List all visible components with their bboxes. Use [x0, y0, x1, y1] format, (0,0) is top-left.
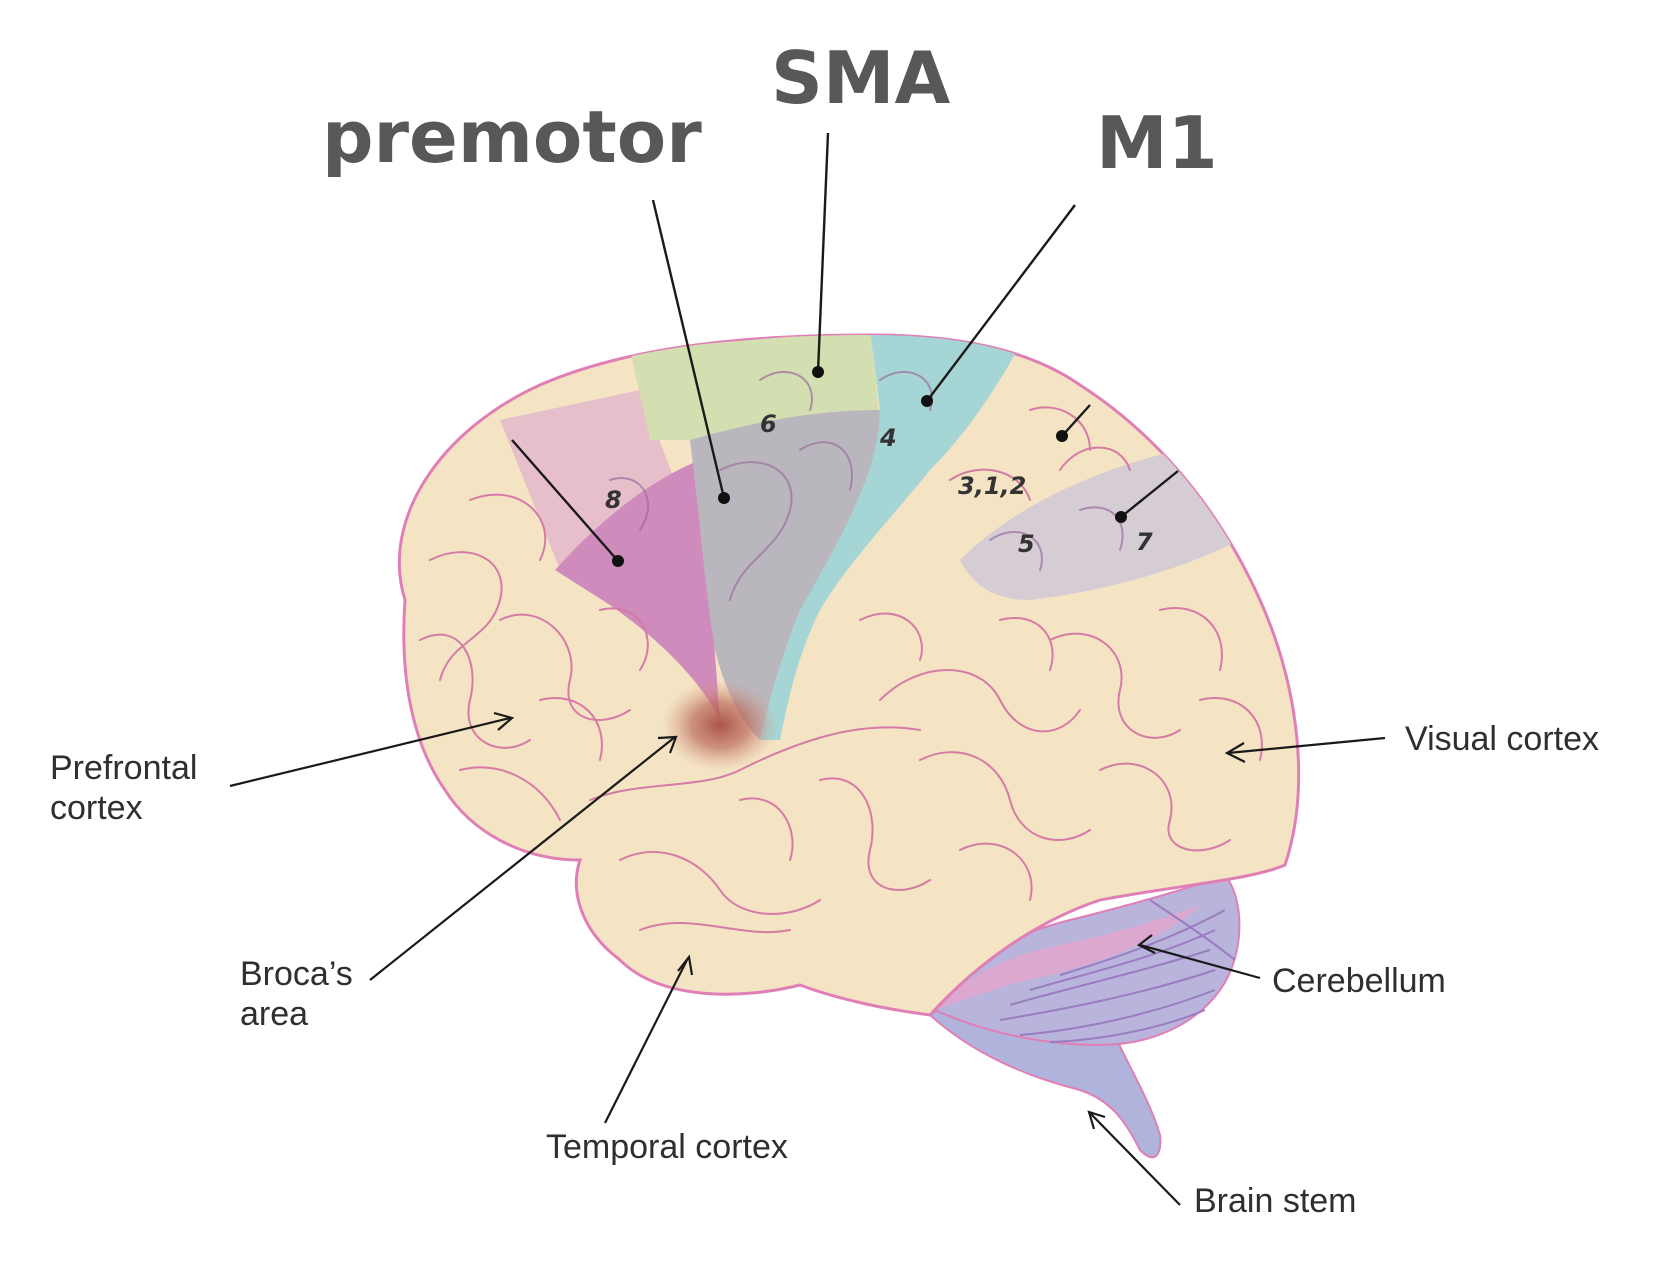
- broca-label-line2: area: [240, 995, 308, 1033]
- prefrontal-arrowhead: [493, 711, 515, 731]
- prefrontal-label-line1: Prefrontal: [50, 749, 197, 787]
- sma-label: SMA: [771, 36, 951, 120]
- sma-dot: [812, 366, 824, 378]
- premotor-label: premotor: [322, 95, 702, 179]
- brainstem-label: Brain stem: [1194, 1182, 1357, 1220]
- area-312-label: 3,1,2: [958, 472, 1026, 500]
- area-4-label: 4: [879, 424, 897, 452]
- visual-label: Visual cortex: [1405, 720, 1599, 758]
- area-8-label: 8: [605, 486, 622, 514]
- brainstem-arrowhead: [1087, 1110, 1106, 1130]
- area-7-label: 7: [1136, 528, 1153, 556]
- area-5-label: 5: [1018, 530, 1035, 558]
- motor-gyri-lines: [609, 370, 1124, 601]
- broca-arrow-line: [369, 736, 676, 981]
- m1-dot: [921, 395, 933, 407]
- temporal-arrow-line: [604, 957, 689, 1124]
- parietal-region: [960, 450, 1240, 600]
- area-6-label: 6: [760, 410, 777, 438]
- temporal-label: Temporal cortex: [546, 1128, 788, 1166]
- prefrontal-callout: Prefrontal cortex: [50, 711, 515, 827]
- broca-callout: Broca’s area: [240, 735, 678, 1033]
- gyri-lines: [419, 406, 1263, 934]
- area312-pointer-line: [1061, 404, 1091, 437]
- premotor-pointer-line: [651, 199, 726, 499]
- cerebellum-arrow-line: [1139, 943, 1261, 980]
- broca-arrowhead: [657, 735, 678, 754]
- sma-pointer-line: [816, 132, 830, 373]
- brainstem-arrow-line: [1089, 1112, 1181, 1206]
- temporal-callout: Temporal cortex: [546, 954, 788, 1166]
- area8-dot: [612, 555, 624, 567]
- brainstem-callout: Brain stem: [1087, 1110, 1357, 1220]
- cerebellum-label: Cerebellum: [1272, 962, 1446, 1000]
- area7-pointer-line: [1120, 470, 1179, 518]
- temporal-arrowhead: [677, 954, 694, 976]
- premotor-region: [690, 410, 880, 740]
- cerebellum-callout: Cerebellum: [1136, 934, 1446, 1000]
- prefrontal-arrow-line: [229, 716, 511, 788]
- area8-region: [555, 460, 720, 720]
- cerebellum-arrowhead: [1136, 934, 1156, 954]
- m1-pointer-line: [926, 204, 1076, 402]
- visual-arrow-line: [1227, 736, 1386, 755]
- area8-pointer-line: [511, 439, 619, 562]
- broca-label-line1: Broca’s: [240, 955, 353, 993]
- cerebellum-shape: [933, 873, 1241, 1047]
- area7-dot: [1115, 511, 1127, 523]
- m1-label: M1: [1096, 101, 1218, 185]
- m1-region: [760, 335, 1020, 740]
- prefrontal-label-line2: cortex: [50, 789, 143, 827]
- area312-dot: [1056, 430, 1068, 442]
- visual-arrowhead: [1224, 742, 1246, 763]
- premotor-dot: [718, 492, 730, 504]
- broca-area-region: [662, 679, 778, 771]
- visual-callout: Visual cortex: [1224, 720, 1599, 763]
